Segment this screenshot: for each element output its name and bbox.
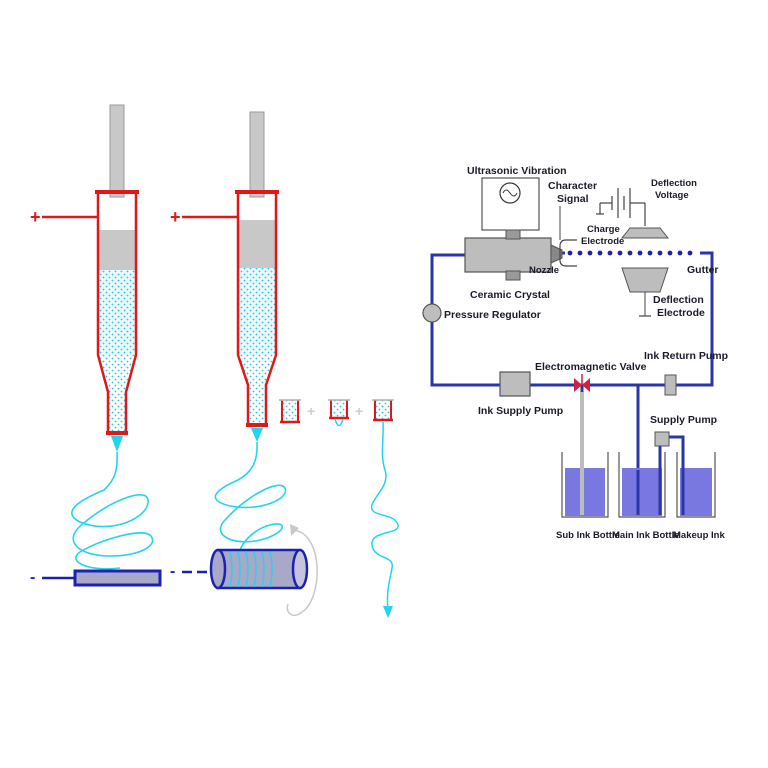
- sub-ink-bottle: [561, 392, 609, 518]
- flat-collector: [73, 569, 162, 587]
- rotation-arrow: [286, 529, 318, 616]
- label-deflection-voltage-2: Voltage: [655, 190, 689, 201]
- ink-supply-pump: [499, 371, 531, 397]
- label-character-signal-1: Character: [548, 180, 597, 192]
- negative-terminal: -: [30, 569, 35, 586]
- solution-dots: [98, 270, 136, 355]
- inkjet-diagram: Ultrasonic Vibration Nozzle Ceramic Crys…: [422, 165, 728, 541]
- electromagnetic-valve: [574, 374, 590, 392]
- makeup-ink-bottle: [676, 452, 716, 518]
- charge-electrode: [559, 239, 577, 267]
- positive-terminal: +: [30, 207, 41, 227]
- piston: [98, 230, 136, 270]
- label-ultrasonic-vibration: Ultrasonic Vibration: [467, 165, 567, 177]
- label-supply-pump: Supply Pump: [650, 414, 717, 426]
- solution-dots: [238, 268, 276, 355]
- negative-terminal: -: [170, 563, 175, 580]
- plunger-rod: [249, 111, 265, 198]
- deflection-plate-upper: [620, 227, 670, 239]
- ink-return-pump: [664, 374, 677, 396]
- jet-trail: [371, 421, 399, 611]
- syringe-rotating-collector: + -: [170, 111, 318, 616]
- cone-stage-2: [328, 399, 350, 427]
- label-deflection-electrode-1: Deflection: [653, 294, 704, 306]
- label-sub-ink-bottle: Sub Ink Bottle: [556, 530, 620, 541]
- stage-arrow: +: [355, 403, 363, 419]
- label-ink-supply-pump: Ink Supply Pump: [478, 405, 563, 417]
- taylor-cone: [111, 436, 123, 452]
- label-charge-electrode-2: Electrode: [581, 236, 624, 247]
- label-pressure-regulator: Pressure Regulator: [444, 309, 541, 321]
- syringe-flat-collector: + -: [30, 104, 162, 587]
- fiber-whip: [71, 451, 154, 570]
- nozzle-assembly: [464, 229, 563, 281]
- solution-taper: [238, 355, 276, 385]
- rotation-arrowhead: [290, 524, 299, 536]
- supply-pump: [654, 431, 670, 447]
- ultrasonic-vibration-source: [481, 177, 540, 231]
- deflection-voltage-source: [596, 188, 646, 226]
- fiber-whip: [214, 441, 287, 561]
- rotating-drum-collector: [209, 548, 309, 590]
- deflection-plate-lower: [621, 267, 669, 293]
- taylor-cone: [251, 428, 263, 442]
- label-character-signal-2: Signal: [557, 193, 589, 205]
- label-charge-electrode-1: Charge: [587, 224, 620, 235]
- main-ink-bottle: [618, 446, 666, 518]
- needle-fill: [108, 392, 126, 432]
- stage-arrow: +: [307, 403, 315, 419]
- label-ceramic-crystal: Ceramic Crystal: [470, 289, 550, 301]
- plunger-rod: [109, 104, 125, 198]
- taylor-cone-sequence: + +: [279, 399, 399, 618]
- ink-droplets: [567, 250, 693, 256]
- needle-fill: [248, 385, 266, 423]
- positive-terminal: +: [170, 207, 181, 227]
- label-gutter: Gutter: [687, 264, 719, 276]
- syringe-barrel: [236, 192, 278, 424]
- jet-arrowhead: [383, 606, 393, 618]
- label-main-ink-bottle: Main Ink Bottle: [612, 530, 680, 541]
- cone-stage-1: [279, 399, 301, 424]
- label-nozzle: Nozzle: [529, 265, 559, 276]
- label-electromagnetic-valve: Electromagnetic Valve: [535, 361, 647, 373]
- label-makeup-ink: Makeup Ink: [673, 530, 725, 541]
- label-ink-return-pump: Ink Return Pump: [644, 350, 728, 362]
- piston: [238, 220, 276, 268]
- label-deflection-electrode-2: Electrode: [657, 307, 705, 319]
- label-deflection-voltage-1: Deflection: [651, 178, 697, 189]
- pressure-regulator: [422, 303, 442, 323]
- solution-taper: [98, 355, 136, 392]
- electrospinning-diagram: + - +: [30, 104, 399, 618]
- syringe-barrel: [96, 192, 138, 432]
- cone-stage-3: [371, 399, 399, 618]
